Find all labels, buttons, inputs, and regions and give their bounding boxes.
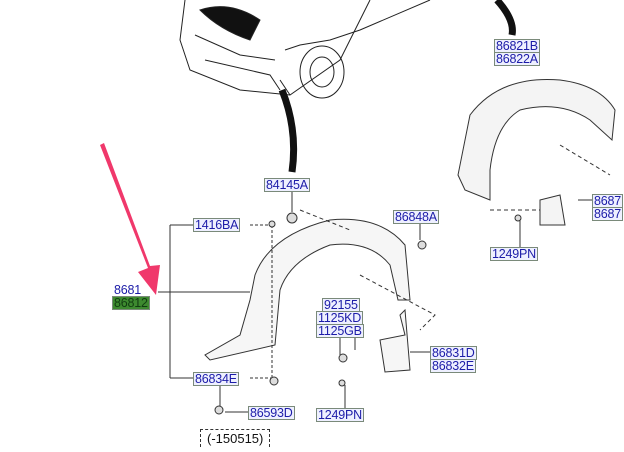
date-range-note: (-150515)	[200, 429, 271, 447]
leader-lines	[158, 144, 611, 413]
front-wheel-guard	[204, 218, 411, 373]
rear-wheel-guard	[457, 78, 616, 226]
part-label-8687-lower[interactable]: 8687	[592, 207, 624, 221]
part-label-86831D[interactable]: 86831D	[430, 346, 477, 360]
part-label-8681[interactable]: 8681	[112, 283, 144, 297]
part-label-1249PN-right[interactable]: 1249PN	[490, 247, 538, 261]
part-label-86821B[interactable]: 86821B	[494, 39, 540, 53]
part-label-86822A[interactable]: 86822A	[494, 52, 540, 66]
part-label-1125KD[interactable]: 1125KD	[316, 311, 364, 325]
pointer-arrow	[100, 143, 160, 295]
leader-car-left	[278, 88, 298, 173]
fasteners	[214, 212, 522, 415]
part-label-86812-selected[interactable]: 86812	[112, 296, 150, 310]
part-label-86834E[interactable]: 86834E	[193, 372, 239, 386]
part-label-1416BA[interactable]: 1416BA	[193, 218, 241, 232]
part-label-86832E[interactable]: 86832E	[430, 359, 476, 373]
leader-car-right	[494, 0, 516, 36]
part-label-84145A[interactable]: 84145A	[264, 178, 310, 192]
part-label-1249PN-bottom[interactable]: 1249PN	[316, 408, 364, 422]
car-illustration	[179, 0, 431, 99]
part-label-8687-upper[interactable]: 8687	[592, 194, 624, 208]
part-label-1125GB[interactable]: 1125GB	[316, 324, 364, 338]
part-label-86848A[interactable]: 86848A	[393, 210, 439, 224]
part-label-86593D[interactable]: 86593D	[248, 406, 295, 420]
part-label-92155[interactable]: 92155	[322, 298, 360, 312]
